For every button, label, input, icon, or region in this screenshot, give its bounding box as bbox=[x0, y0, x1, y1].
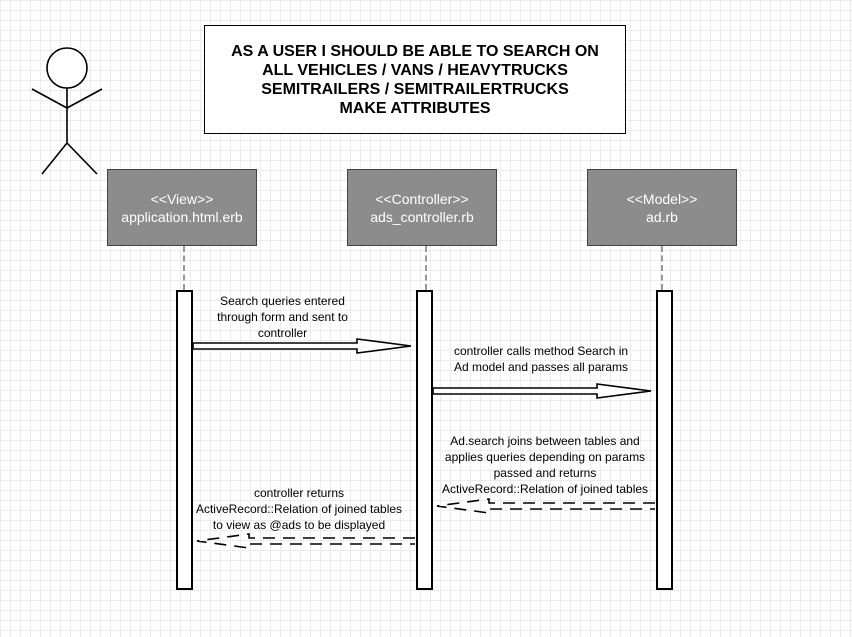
message-label-line: controller returns bbox=[253, 486, 345, 500]
message-label-relation-to-view: controller returns ActiveRecord::Relatio… bbox=[192, 485, 406, 533]
message-label-line: controller bbox=[257, 326, 308, 340]
lifeline-view bbox=[183, 246, 185, 290]
lifeline-controller bbox=[425, 246, 427, 290]
return-arrow-relation-to-view bbox=[196, 533, 415, 549]
participant-view[interactable]: <<View>> application.html.erb bbox=[107, 169, 257, 246]
user-story-box: AS A USER I SHOULD BE ABLE TO SEARCH ON … bbox=[204, 25, 626, 134]
participant-stereotype: <<Controller>> bbox=[375, 190, 469, 207]
participant-controller[interactable]: <<Controller>> ads_controller.rb bbox=[347, 169, 497, 246]
participant-stereotype: <<Model>> bbox=[626, 190, 698, 207]
message-arrow-calls-search bbox=[432, 383, 652, 399]
message-label-search-queries: Search queries entered through form and … bbox=[200, 293, 365, 341]
message-label-line: through form and sent to bbox=[217, 310, 348, 324]
participant-model[interactable]: <<Model>> ad.rb bbox=[587, 169, 737, 246]
user-story-line: ALL VEHICLES / VANS / HEAVYTRUCKS bbox=[262, 61, 568, 79]
message-arrow-search-queries bbox=[192, 338, 412, 354]
user-story-line: AS A USER I SHOULD BE ABLE TO SEARCH ON bbox=[231, 42, 599, 60]
activation-bar-model bbox=[656, 290, 673, 590]
message-label-calls-search: controller calls method Search in Ad mod… bbox=[436, 343, 646, 375]
participant-name: ad.rb bbox=[646, 208, 678, 225]
activation-bar-view bbox=[176, 290, 193, 590]
participant-stereotype: <<View>> bbox=[150, 190, 214, 207]
return-arrow-relation-to-controller bbox=[436, 498, 655, 514]
activation-bar-controller bbox=[416, 290, 433, 590]
participant-name: application.html.erb bbox=[121, 208, 243, 225]
message-label-line: passed and returns bbox=[493, 466, 597, 480]
user-story-line: MAKE ATTRIBUTES bbox=[339, 99, 491, 117]
message-label-line: Ad model and passes all params bbox=[453, 360, 629, 374]
message-label-line: ActiveRecord::Relation of joined tables bbox=[195, 502, 403, 516]
message-label-relation-to-controller: Ad.search joins between tables and appli… bbox=[438, 433, 652, 497]
actor-icon bbox=[31, 47, 103, 175]
message-label-line: ActiveRecord::Relation of joined tables bbox=[441, 482, 649, 496]
message-label-line: Ad.search joins between tables and bbox=[450, 434, 640, 448]
user-story-line: SEMITRAILERS / SEMITRAILERTRUCKS bbox=[261, 80, 569, 98]
message-label-line: controller calls method Search in bbox=[453, 344, 629, 358]
participant-name: ads_controller.rb bbox=[370, 208, 474, 225]
lifeline-model bbox=[661, 246, 663, 290]
message-label-line: Search queries entered bbox=[220, 294, 345, 308]
message-label-line: to view as @ads to be displayed bbox=[212, 518, 386, 532]
message-label-line: applies queries depending on params bbox=[444, 450, 646, 464]
